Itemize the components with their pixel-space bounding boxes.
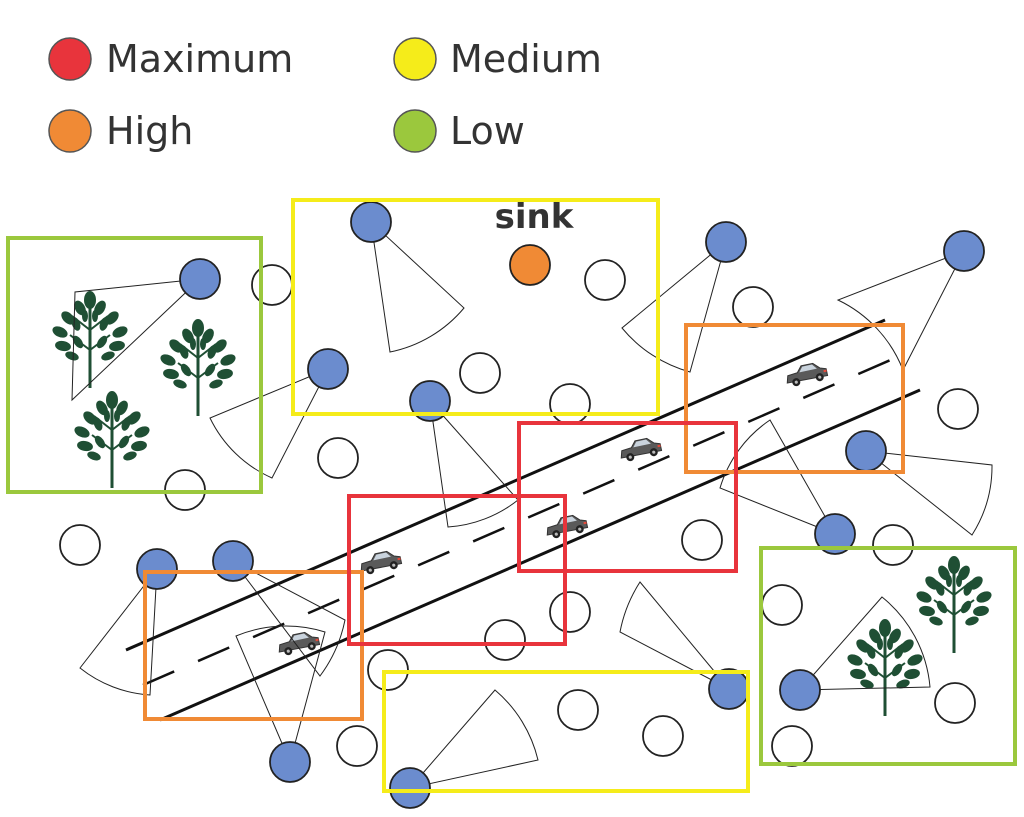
- sensing-sector: [71, 278, 202, 402]
- legend-item-maximum: Maximum: [48, 37, 293, 81]
- sensor-node-icon: [708, 668, 750, 710]
- sensor-node-icon: [212, 540, 254, 582]
- sensing-sector: [209, 368, 330, 479]
- sensor-node-icon: [779, 669, 821, 711]
- sensing-sector: [408, 689, 539, 789]
- sensor-node-icon: [557, 689, 599, 731]
- sensing-sectors: [71, 220, 993, 789]
- sensor-node-icon: [934, 682, 976, 724]
- sensor-node-icon: [761, 584, 803, 626]
- legend: Maximum High Medium Low: [48, 37, 602, 153]
- road-center-dashes: [142, 353, 903, 687]
- sink: sink: [495, 197, 575, 286]
- sensing-sector: [719, 419, 837, 535]
- sensor-node-icon: [681, 519, 723, 561]
- sensor-node-icon: [732, 286, 774, 328]
- sensing-sector: [79, 567, 158, 696]
- road-edge-top: [125, 318, 886, 652]
- zone-high: [684, 323, 905, 474]
- sensor-node-icon: [937, 388, 979, 430]
- sensor-node-icon: [943, 230, 985, 272]
- sensor-node-icon: [251, 264, 293, 306]
- sensor-node-icon: [549, 383, 591, 425]
- zone-low: [759, 546, 1017, 766]
- legend-item-high: High: [48, 109, 193, 153]
- sensor-node-icon: [459, 352, 501, 394]
- legend-swatch-low: [393, 109, 437, 153]
- sensor-node-icon: [705, 221, 747, 263]
- legend-label-high: High: [106, 109, 193, 153]
- zone-low: [6, 236, 263, 494]
- sensor-node-icon: [350, 201, 392, 243]
- road-edge-bottom: [159, 388, 921, 722]
- sensor-node-icon: [59, 524, 101, 566]
- sensor-node-icon: [771, 725, 813, 767]
- sensing-sector: [232, 560, 346, 677]
- sensing-sector: [798, 596, 931, 691]
- sensor-node-icon: [389, 767, 431, 809]
- sensing-sector: [429, 399, 519, 528]
- sensor-node-icon: [872, 524, 914, 566]
- legend-item-medium: Medium: [393, 37, 602, 81]
- sensing-sector: [864, 450, 993, 536]
- tree-icon: [913, 554, 995, 655]
- sensor-node-icon: [409, 380, 451, 422]
- sensing-sector: [370, 220, 465, 353]
- legend-label-medium: Medium: [450, 37, 602, 81]
- sensor-node-icon: [336, 725, 378, 767]
- sensor-node-icon: [584, 259, 626, 301]
- tree-icon: [157, 317, 239, 418]
- car-icon: [783, 360, 829, 389]
- sensing-sector: [621, 240, 727, 373]
- sensor-node-icon: [307, 348, 349, 390]
- legend-swatch-high: [48, 109, 92, 153]
- sink-node-icon: [509, 244, 551, 286]
- sensor-node-icon: [179, 258, 221, 300]
- sensor-node-icon: [814, 513, 856, 555]
- sensor-node-icon: [317, 437, 359, 479]
- zone-medium: [382, 670, 750, 793]
- tree-icon: [49, 289, 131, 390]
- car-icon: [617, 435, 663, 464]
- sink-label: sink: [495, 197, 575, 237]
- tree-icon: [71, 389, 153, 490]
- active-sensor-nodes: [136, 201, 985, 809]
- priority-zones: [6, 198, 1017, 793]
- sensor-node-icon: [269, 741, 311, 783]
- sensing-sector: [619, 581, 730, 690]
- legend-label-maximum: Maximum: [106, 37, 293, 81]
- zone-maximum: [517, 421, 738, 573]
- zone-medium: [291, 198, 660, 416]
- sensor-node-icon: [845, 430, 887, 472]
- tree-icon: [844, 617, 926, 718]
- sensor-node-icon: [642, 715, 684, 757]
- sensing-sector: [235, 625, 326, 764]
- legend-swatch-medium: [393, 37, 437, 81]
- legend-swatch-maximum: [48, 37, 92, 81]
- legend-label-low: Low: [450, 109, 525, 153]
- car-icon: [357, 548, 403, 577]
- sensor-node-icon: [484, 619, 526, 661]
- road: [125, 318, 921, 722]
- legend-item-low: Low: [393, 109, 525, 153]
- sensor-node-icon: [549, 591, 591, 633]
